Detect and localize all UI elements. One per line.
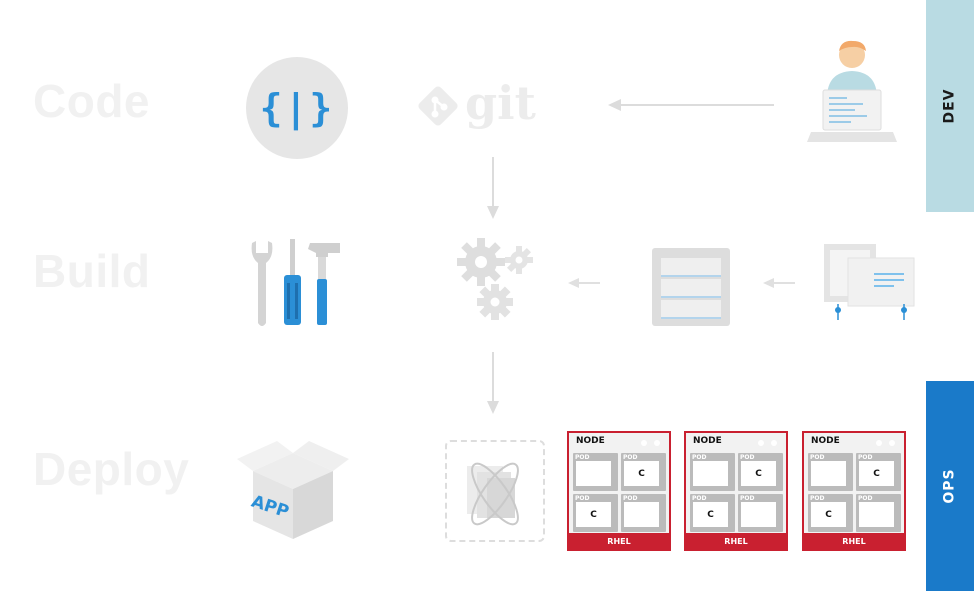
pod-label: POD (810, 454, 825, 461)
pod-slot (811, 461, 846, 486)
dev-tab-label: DEV (942, 88, 958, 124)
pod-slot: C (811, 502, 846, 527)
node-dot (758, 440, 764, 446)
node-dot (641, 440, 647, 446)
arrow-docs-to-image (763, 278, 795, 288)
dev-tab[interactable]: DEV (926, 0, 974, 212)
git-logo-icon: git (415, 76, 555, 132)
arrow-dev-to-git (608, 99, 774, 111)
container-label: C (638, 468, 645, 479)
container-runtime-icon (445, 440, 545, 542)
arrow-git-to-build (487, 157, 499, 219)
git-diamond-icon (418, 86, 458, 126)
pod-slot: C (576, 502, 611, 527)
pod-slot (859, 502, 894, 527)
ops-tab-label: OPS (942, 468, 958, 504)
arrow-image-to-gears (568, 278, 600, 288)
pod-label: POD (810, 495, 825, 502)
stage-label-deploy: Deploy (33, 443, 190, 495)
pod-slot (576, 461, 611, 486)
container-label (576, 461, 611, 486)
tools-icon (251, 239, 340, 326)
image-layer-1 (661, 258, 721, 277)
image-layer-2 (661, 279, 721, 298)
node-card-2: NODE POD POD C POD C POD RHEL (684, 431, 788, 551)
pod-slot: C (624, 461, 659, 486)
pod-label: POD (575, 454, 590, 461)
stage-label-build: Build (33, 245, 151, 297)
container-label (741, 502, 776, 527)
pod: POD C (738, 453, 783, 491)
node-footer-rhel: RHEL (569, 533, 669, 549)
code-brackets-text: {|} (259, 86, 335, 130)
node-dot (889, 440, 895, 446)
node-dot (654, 440, 660, 446)
pod-label: POD (623, 454, 638, 461)
pod: POD (808, 453, 853, 491)
node-title: NODE (693, 436, 722, 446)
pod: POD C (621, 453, 666, 491)
pod-label: POD (623, 495, 638, 502)
container-label (811, 461, 846, 486)
pod-slot: C (693, 502, 728, 527)
node-footer-rhel: RHEL (686, 533, 786, 549)
pod-slot: C (741, 461, 776, 486)
gears-icon (457, 238, 533, 320)
pod-slot (693, 461, 728, 486)
pod: POD C (690, 494, 735, 532)
container-label: C (707, 509, 714, 520)
pod: POD (573, 453, 618, 491)
container-label (859, 502, 894, 527)
node-dot (876, 440, 882, 446)
pod-label: POD (692, 495, 707, 502)
atom-icon (467, 462, 519, 526)
code-brackets-icon: {|} (246, 57, 348, 159)
container-label: C (825, 509, 832, 520)
container-label (693, 461, 728, 486)
pod: POD C (808, 494, 853, 532)
node-card-3: NODE POD POD C POD C POD RHEL (802, 431, 906, 551)
arrow-build-to-deploy (487, 352, 499, 414)
node-title: NODE (576, 436, 605, 446)
pod: POD (690, 453, 735, 491)
pod: POD (621, 494, 666, 532)
pod-label: POD (692, 454, 707, 461)
pod: POD (856, 494, 901, 532)
pod: POD C (856, 453, 901, 491)
container-label (624, 502, 659, 527)
container-image-icon (652, 248, 730, 326)
node-title: NODE (811, 436, 840, 446)
pod-label: POD (858, 454, 873, 461)
pod-slot (624, 502, 659, 527)
node-card-1: NODE POD POD C POD C POD RHEL (567, 431, 671, 551)
image-layer-3 (661, 300, 721, 319)
pod-label: POD (575, 495, 590, 502)
container-label: C (590, 509, 597, 520)
git-text: git (465, 76, 536, 130)
pod: POD (738, 494, 783, 532)
source-documents-icon (824, 244, 915, 320)
node-footer-rhel: RHEL (804, 533, 904, 549)
pod: POD C (573, 494, 618, 532)
app-box-icon (237, 441, 349, 539)
pod-slot: C (859, 461, 894, 486)
developer-laptop-icon (807, 40, 897, 142)
pod-label: POD (740, 454, 755, 461)
pod-slot (741, 502, 776, 527)
pod-label: POD (858, 495, 873, 502)
ops-tab[interactable]: OPS (926, 381, 974, 591)
node-dot (771, 440, 777, 446)
container-label: C (873, 468, 880, 479)
pod-label: POD (740, 495, 755, 502)
stage-label-code: Code (33, 75, 150, 127)
container-label: C (755, 468, 762, 479)
